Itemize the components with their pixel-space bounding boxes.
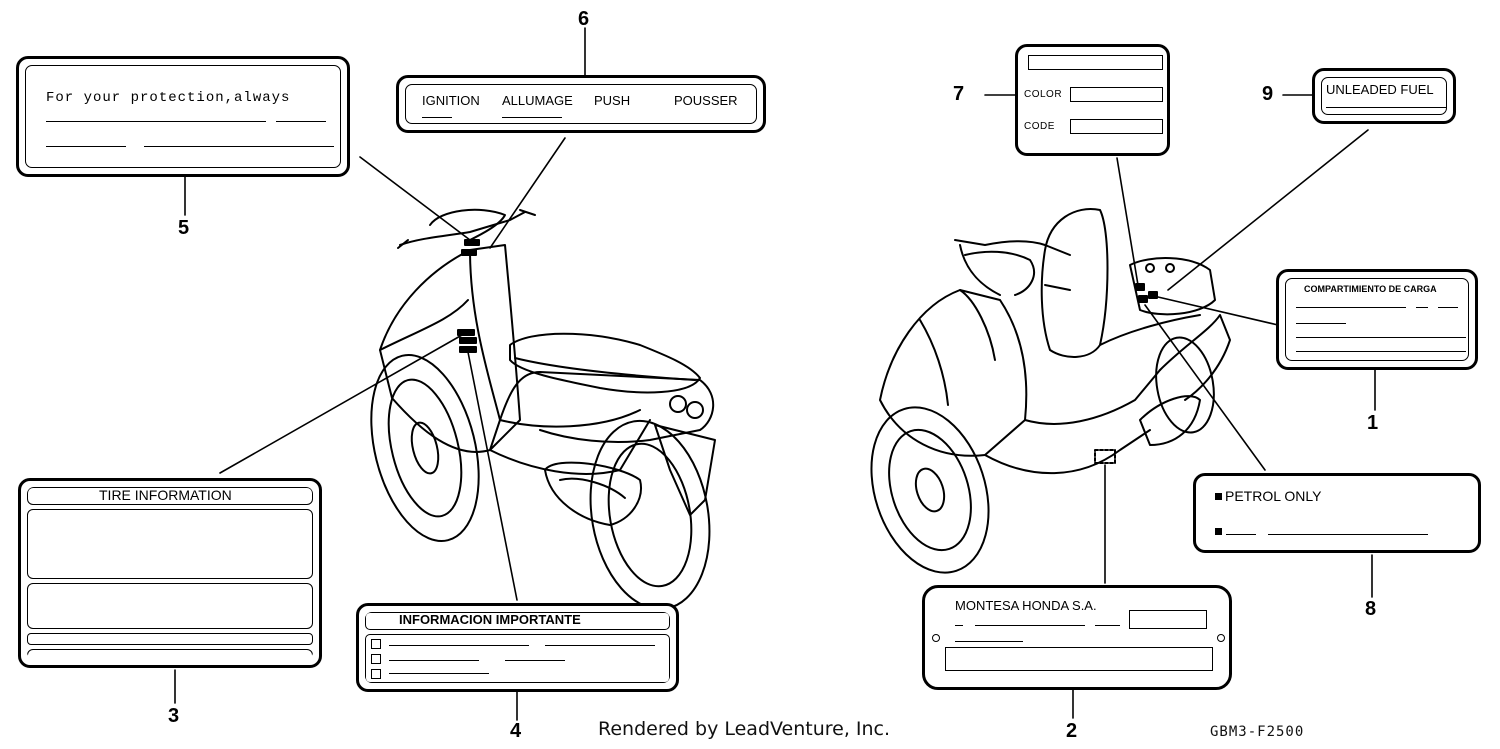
allumage-text: ALLUMAGE	[502, 93, 573, 108]
push-text: PUSH	[594, 93, 631, 108]
protection-text: For your protection,always	[46, 90, 291, 106]
label-unleaded-fuel: UNLEADED FUEL	[1312, 68, 1456, 124]
pousser-text: POUSSER	[674, 93, 738, 108]
label-montesa-honda: MONTESA HONDA S.A.	[922, 585, 1232, 690]
montesa-honda-text: MONTESA HONDA S.A.	[955, 598, 1097, 613]
callout-3: 3	[168, 705, 180, 727]
callout-7: 7	[953, 83, 965, 105]
callout-2: 2	[1066, 720, 1078, 742]
label-ignition: IGNITION ALLUMAGE PUSH POUSSER	[396, 75, 766, 133]
compartimiento-title: COMPARTIMIENTO DE CARGA	[1304, 284, 1437, 294]
callout-9: 9	[1262, 83, 1274, 105]
label-color-code: COLOR CODE	[1015, 44, 1170, 156]
diagram-part-code: GBM3-F2500	[1210, 724, 1305, 740]
petrol-only-text: PETROL ONLY	[1225, 488, 1322, 504]
unleaded-fuel-text: UNLEADED FUEL	[1326, 82, 1434, 97]
code-text: CODE	[1024, 121, 1055, 132]
rendered-by-credit: Rendered by LeadVenture, Inc.	[598, 718, 891, 740]
callout-5: 5	[178, 217, 190, 239]
informacion-title: INFORMACION IMPORTANTE	[399, 612, 581, 627]
color-text: COLOR	[1024, 89, 1063, 100]
callout-6: 6	[578, 8, 590, 30]
callout-4: 4	[510, 720, 522, 742]
right-scooter-illustration	[870, 208, 1231, 574]
label-compartimiento-de-carga: COMPARTIMIENTO DE CARGA	[1276, 269, 1478, 370]
left-scooter-illustration	[370, 208, 716, 611]
label-petrol-only: PETROL ONLY	[1193, 473, 1481, 553]
callout-8: 8	[1365, 598, 1377, 620]
leader-lines	[174, 27, 1376, 721]
label-tire-information: TIRE INFORMATION	[18, 478, 322, 668]
label-informacion-importante: INFORMACION IMPORTANTE	[356, 603, 679, 692]
tire-information-title: TIRE INFORMATION	[99, 487, 232, 503]
ignition-text: IGNITION	[422, 93, 480, 108]
label-protection: For your protection,always	[16, 56, 350, 177]
callout-1: 1	[1367, 412, 1379, 434]
